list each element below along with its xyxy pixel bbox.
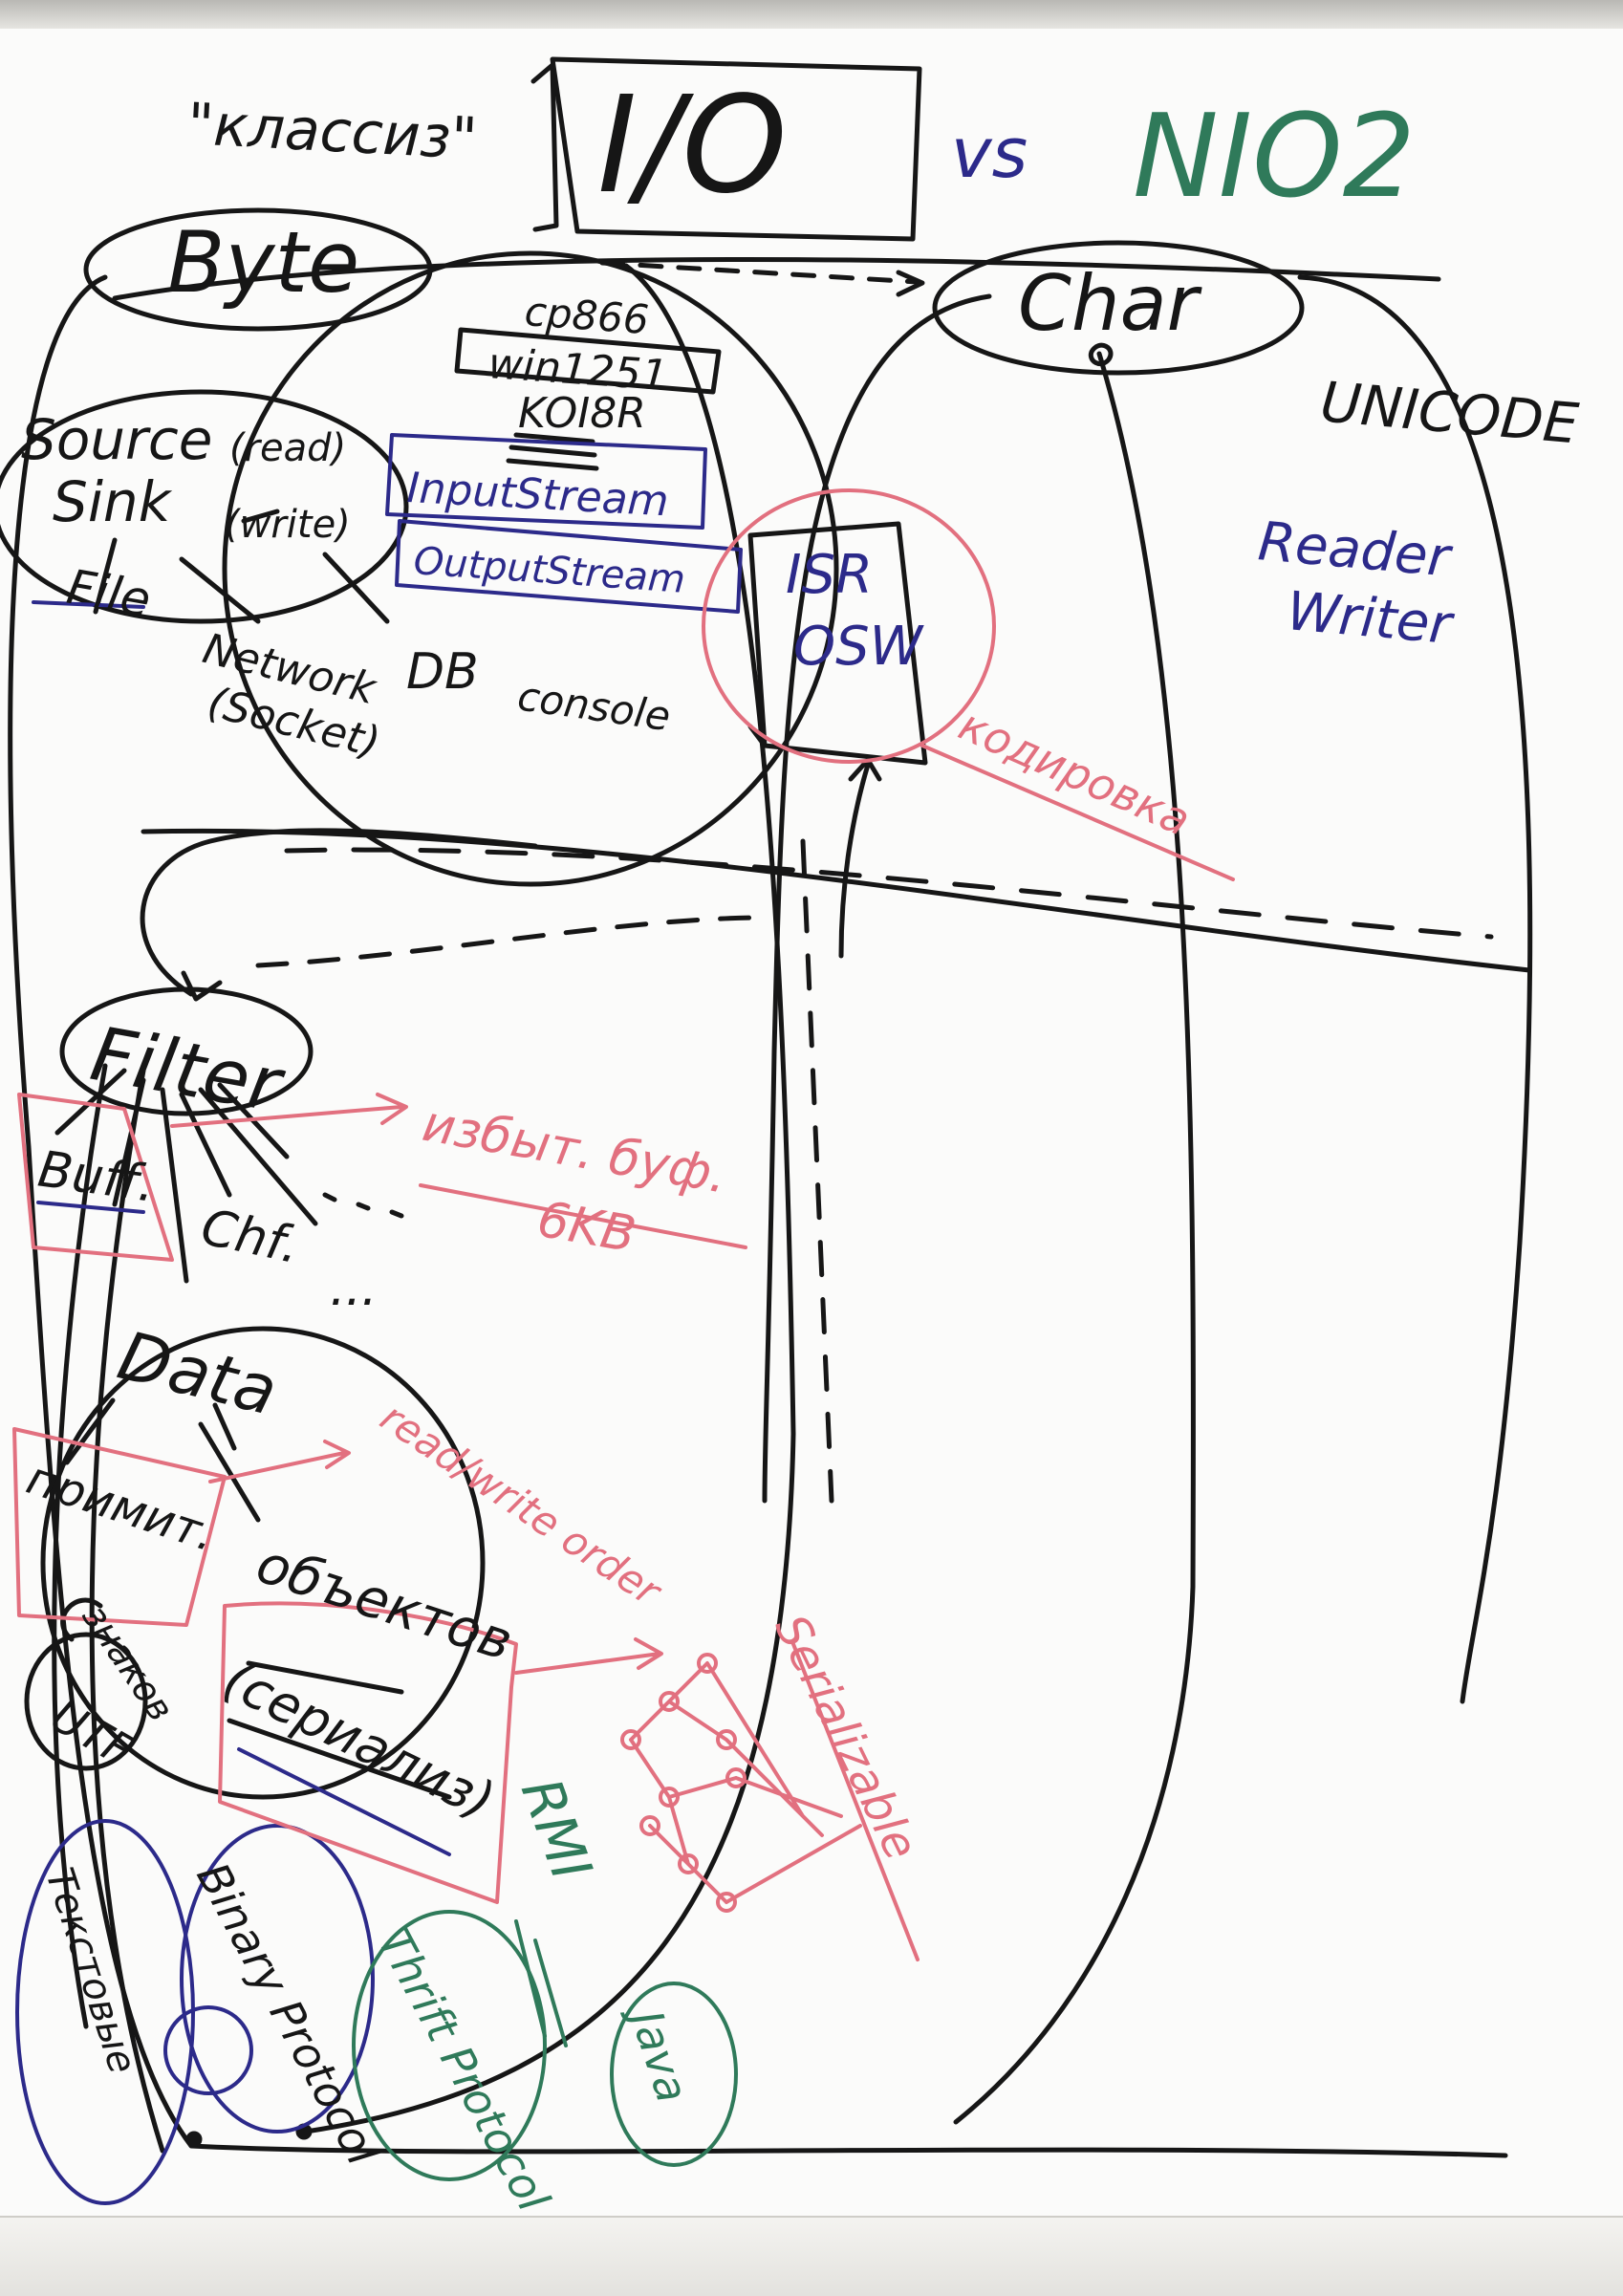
top-rule — [112, 257, 1441, 301]
encoding-oval — [222, 250, 839, 887]
osw-label: OSW — [793, 616, 925, 678]
textovye-ellipse — [15, 1819, 195, 2205]
black-strokes — [0, 56, 1533, 2158]
isr-label: ISR — [786, 544, 873, 606]
green-strokes — [352, 1910, 738, 2181]
graph-node-3 — [620, 1729, 641, 1750]
io-box — [550, 56, 922, 242]
serializ-underline — [227, 1718, 452, 1800]
buff-underline — [36, 1201, 145, 1214]
read-label: (read) — [229, 426, 346, 470]
graph-node-4 — [716, 1729, 737, 1750]
writer-label: Writer — [1285, 580, 1457, 657]
objects-underline — [246, 1660, 404, 1695]
filter-ellipse — [59, 986, 314, 1116]
rmi-marks — [514, 1919, 568, 2047]
buff-red-arrow — [170, 1093, 408, 1128]
read-write-arrow — [208, 1440, 351, 1484]
write-label: (write) — [225, 503, 351, 547]
char-label: Char — [1018, 259, 1203, 348]
filter-curl-arrow — [181, 970, 223, 1002]
sink-lines — [93, 509, 390, 624]
sink-label: Sink — [53, 469, 173, 534]
dot-1 — [185, 2131, 203, 2148]
graph-node-5 — [659, 1787, 680, 1808]
char-dashed-vertical — [800, 838, 834, 1504]
board-frame-bottom — [0, 2216, 1623, 2296]
paper-sheet — [0, 29, 1623, 2216]
char-left-loop — [762, 293, 992, 1504]
primit-red-box — [12, 1427, 227, 1627]
db-label: DB — [406, 643, 479, 701]
file-underline — [32, 600, 145, 609]
serializable-arrow — [514, 1637, 663, 1675]
filter-to-char-dashed — [255, 915, 768, 968]
graph-node-1 — [697, 1653, 718, 1674]
mid-divider — [141, 828, 1532, 973]
dots-label: ... — [330, 1260, 378, 1317]
data-circle — [40, 1326, 486, 1800]
blue-strokes — [15, 433, 743, 2205]
win1251-box — [454, 327, 722, 395]
object-graph — [629, 1661, 862, 1904]
graph-node-8 — [639, 1815, 660, 1836]
byte-right-loop — [303, 263, 796, 2134]
outputstream-box — [395, 519, 743, 614]
heading-vs: vs — [951, 113, 1028, 193]
isr-osw-red-circle — [702, 488, 996, 764]
red-strokes — [12, 488, 1235, 1961]
data-lines — [64, 1397, 261, 1523]
mid-divider-2 — [284, 847, 1494, 940]
byte-to-char-arrow — [896, 270, 925, 297]
char-right-loop — [953, 351, 1196, 2125]
outer-left-loop — [8, 274, 1508, 2158]
izbyt-underline — [419, 1183, 747, 1249]
byte-to-char-dashed — [599, 260, 920, 285]
char-ellipse — [932, 240, 1305, 376]
io-bracket — [530, 62, 559, 232]
board-frame-top — [0, 0, 1623, 29]
source-label: Source — [21, 407, 212, 472]
objects-red-region — [218, 1601, 518, 1904]
left-strand-1 — [52, 1063, 108, 2029]
binary-small-circle — [163, 2005, 253, 2095]
unicode-loop — [1297, 274, 1533, 1704]
java-ellipse — [610, 1982, 738, 2167]
left-strand-2 — [89, 1068, 165, 2154]
serializ-blue-underline — [237, 1747, 451, 1856]
serializable-line — [791, 1642, 920, 1961]
buff-red-box — [17, 1093, 174, 1262]
thrift-ellipse — [352, 1910, 547, 2181]
heading-klassika: "классиз" — [185, 91, 479, 173]
equal-marks — [506, 432, 599, 471]
heading-io: I/O — [597, 68, 788, 224]
cp866-label: cp866 — [523, 288, 650, 343]
kodirovka-line — [920, 744, 1235, 881]
inputstream-box — [385, 433, 707, 530]
binary-ellipse — [180, 1824, 375, 2134]
koi8r-label: KOI8R — [518, 389, 646, 438]
graph-node-7 — [678, 1853, 699, 1874]
graph-node-9 — [716, 1892, 737, 1913]
byte-label: Byte — [167, 213, 359, 312]
graph-node-6 — [725, 1767, 747, 1788]
source-sink-ellipse — [0, 389, 409, 624]
graph-node-2 — [659, 1691, 680, 1712]
heading-nio2: NIO2 — [1133, 91, 1416, 224]
utf-circle — [24, 1632, 148, 1771]
isr-osw-box — [747, 521, 928, 766]
char-knot — [1088, 342, 1114, 366]
dots-line — [322, 1192, 404, 1219]
filter-curl — [140, 828, 538, 997]
